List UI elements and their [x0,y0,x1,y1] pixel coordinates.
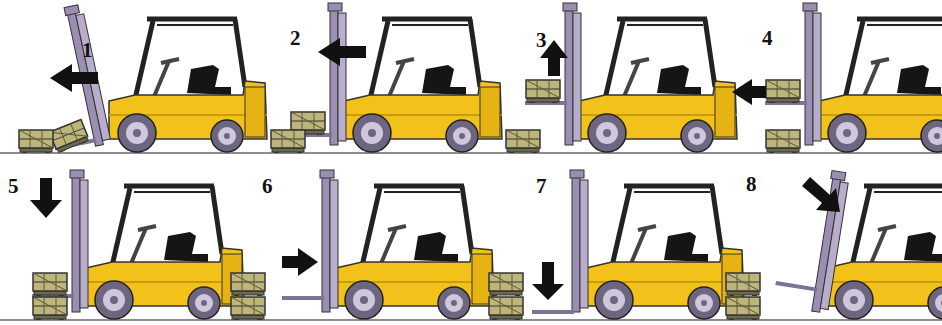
callout-number: 1 [82,40,93,61]
forklift [525,3,737,152]
forklift [765,3,942,152]
forklift [772,165,942,319]
callout-number: 3 [536,30,547,51]
forklift [290,3,502,152]
direction-arrow [732,79,766,105]
crate [231,273,265,296]
callout-number: 4 [762,28,773,49]
ground-line [0,319,942,321]
callout-number: 6 [262,176,273,197]
crate [231,297,265,320]
ground-line [0,152,942,154]
direction-arrow [318,38,366,66]
crate [489,273,523,296]
callout-number: 7 [536,176,547,197]
callout-number: 5 [8,176,19,197]
forklift [532,170,744,319]
crate [506,130,540,153]
forklift [282,170,494,319]
direction-arrow [532,262,564,300]
direction-arrow [282,248,318,276]
callout-number: 2 [290,28,301,49]
callout-number: 8 [746,174,757,195]
crate [33,297,67,320]
direction-arrow [30,178,62,218]
direction-arrow [50,64,98,92]
crate [766,130,800,153]
crate [726,297,760,320]
forklift [32,170,244,319]
crate [19,130,53,153]
crate [489,297,523,320]
direction-arrow [802,177,840,212]
crate [726,273,760,296]
crate [271,130,305,153]
forklift [25,4,267,155]
